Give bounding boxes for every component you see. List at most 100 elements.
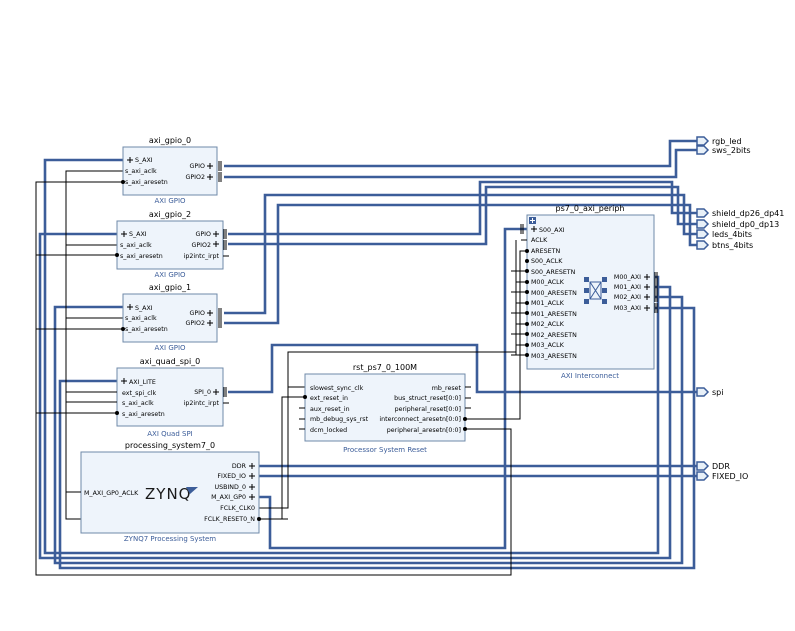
pin-label: SPI_0 [194, 389, 211, 396]
port-label: shield_dp0_dp13 [712, 220, 779, 229]
port-arrow-icon [696, 145, 710, 155]
block-type: AXI GPIO [154, 344, 186, 352]
port-label: leds_4bits [712, 230, 752, 239]
port-rgb-led[interactable]: rgb_led [696, 136, 742, 146]
port-arrow-icon [696, 208, 710, 218]
expand-plus-icon [530, 218, 535, 223]
wire-btns-4bits[interactable] [224, 203, 697, 325]
block-body [304, 373, 466, 442]
block-type: AXI GPIO [154, 271, 186, 279]
wire-m03-axi[interactable] [58, 306, 696, 570]
port-arrow-icon [696, 471, 710, 481]
port-arrow-icon [696, 240, 710, 250]
pin-label: s_axi_aclk [125, 168, 157, 175]
pin-label: S_AXI [129, 231, 147, 238]
block-axi-gpio-1[interactable]: axi_gpio_1 S_AXI s_axi_aclk s_axi_areset… [121, 283, 222, 352]
port-arrow-icon [696, 387, 710, 397]
block-name: axi_quad_spi_0 [140, 357, 201, 366]
wire-fclk-reset0-n[interactable] [257, 396, 305, 520]
port-ddr[interactable]: DDR [696, 461, 730, 471]
pin-label: GPIO2 [192, 242, 212, 249]
pin-label: dcm_locked [310, 427, 347, 434]
block-name: processing_system7_0 [125, 441, 215, 450]
block-body [122, 293, 218, 343]
pin-label: M03_AXI [614, 305, 641, 312]
port-shield-dp0-dp13[interactable]: shield_dp0_dp13 [696, 219, 779, 229]
block-axi-gpio-2[interactable]: axi_gpio_2 S_AXI s_axi_aclk s_axi_areset… [115, 210, 229, 279]
port-btns-4bits[interactable]: btns_4bits [696, 240, 753, 250]
pin-label: ext_spi_clk [122, 390, 156, 397]
block-body [80, 451, 260, 534]
pin-label: M02_ACLK [531, 321, 565, 328]
block-name: axi_gpio_1 [149, 283, 191, 292]
pin-markers [299, 386, 471, 431]
pin-label: ip2intc_irpt [184, 253, 220, 260]
pin-label: s_axi_aresetn [125, 179, 168, 186]
zynq-logo-mark-icon [186, 487, 198, 494]
block-type: Processor System Reset [343, 446, 427, 454]
port-label: spi [712, 388, 723, 397]
block-type: AXI GPIO [154, 197, 186, 205]
pin-label: GPIO [190, 310, 206, 317]
wire-m01-axi[interactable] [38, 232, 672, 560]
port-leds-4bits[interactable]: leds_4bits [696, 229, 752, 239]
pin-label: ACLK [531, 237, 548, 244]
block-name: axi_gpio_2 [149, 210, 191, 219]
port-fixed-io[interactable]: FIXED_IO [696, 471, 748, 481]
pin-label: S_AXI [135, 305, 153, 312]
pin-markers [75, 463, 261, 521]
pin-label: M00_ACLK [531, 279, 565, 286]
block-axi-gpio-0[interactable]: axi_gpio_0 S_AXI s_axi_aclk s_axi_areset… [121, 136, 222, 205]
pin-label: s_axi_aresetn [125, 326, 168, 333]
pin-label: ext_reset_in [310, 395, 348, 402]
wire-rgb-led[interactable] [224, 139, 697, 168]
pin-label: DDR [232, 463, 247, 470]
pin-markers [115, 229, 229, 257]
pin-label: S00_ACLK [531, 258, 563, 265]
block-name: axi_gpio_0 [149, 136, 191, 145]
wire-interconnect-aresetn[interactable] [465, 250, 527, 420]
port-label: sws_2bits [712, 146, 751, 155]
pin-label: FCLK_CLK0 [220, 505, 255, 512]
wire-sws-2bits[interactable] [224, 148, 697, 179]
crossbar-icon [584, 277, 607, 304]
block-name: ps7_0_axi_periph [556, 204, 625, 213]
pin-label: GPIO [196, 231, 212, 238]
port-arrow-icon [696, 136, 710, 146]
pin-label: interconnect_aresetn[0:0] [379, 416, 461, 423]
wire-leds-4bits[interactable] [224, 193, 697, 315]
pin-label: M00_ARESETN [531, 290, 577, 297]
pin-label: M01_AXI [614, 284, 641, 291]
pin-label: S00_ARESETN [531, 269, 576, 276]
block-rst-ps7-0-100m[interactable]: rst_ps7_0_100M slowest_sync_clk ext_rese… [299, 363, 471, 454]
pin-label: USBIND_0 [215, 484, 247, 491]
pin-label: AXI_LITE [129, 379, 156, 386]
wire-m-axi-gp0[interactable] [259, 227, 527, 550]
wires [35, 139, 697, 576]
pin-label: M02_AXI [614, 294, 641, 301]
pin-label: M03_ACLK [531, 342, 565, 349]
wire-shield-dp0[interactable] [228, 185, 697, 246]
pin-markers [111, 378, 229, 415]
block-type: ZYNQ7 Processing System [124, 535, 216, 543]
port-spi[interactable]: spi [696, 387, 723, 397]
pin-markers [121, 157, 222, 184]
block-processing-system7-0[interactable]: processing_system7_0 M_AXI_GP0_ACLK DDR … [75, 441, 261, 543]
wire-spi[interactable] [228, 343, 697, 394]
port-shield-dp26-dp41[interactable]: shield_dp26_dp41 [696, 208, 784, 218]
wire-peripheral-aresetn[interactable] [35, 181, 527, 576]
port-sws-2bits[interactable]: sws_2bits [696, 145, 751, 155]
port-label: shield_dp26_dp41 [712, 209, 784, 218]
pin-label: M01_ARESETN [531, 311, 577, 318]
pin-label: mb_debug_sys_rst [310, 416, 369, 423]
block-axi-quad-spi-0[interactable]: axi_quad_spi_0 AXI_LITE ext_spi_clk s_ax… [111, 357, 229, 438]
wire-shield-dp26[interactable] [228, 180, 697, 236]
pin-label: ARESETN [531, 248, 560, 255]
pin-label: s_axi_aresetn [120, 253, 163, 260]
block-body [122, 146, 218, 196]
block-name: rst_ps7_0_100M [353, 363, 417, 372]
block-ps7-0-axi-periph[interactable]: ps7_0_axi_periph S00_AXI ACLK ARESETN S0… [520, 204, 658, 380]
pin-label: M01_ACLK [531, 300, 565, 307]
pin-label: GPIO2 [186, 174, 206, 181]
